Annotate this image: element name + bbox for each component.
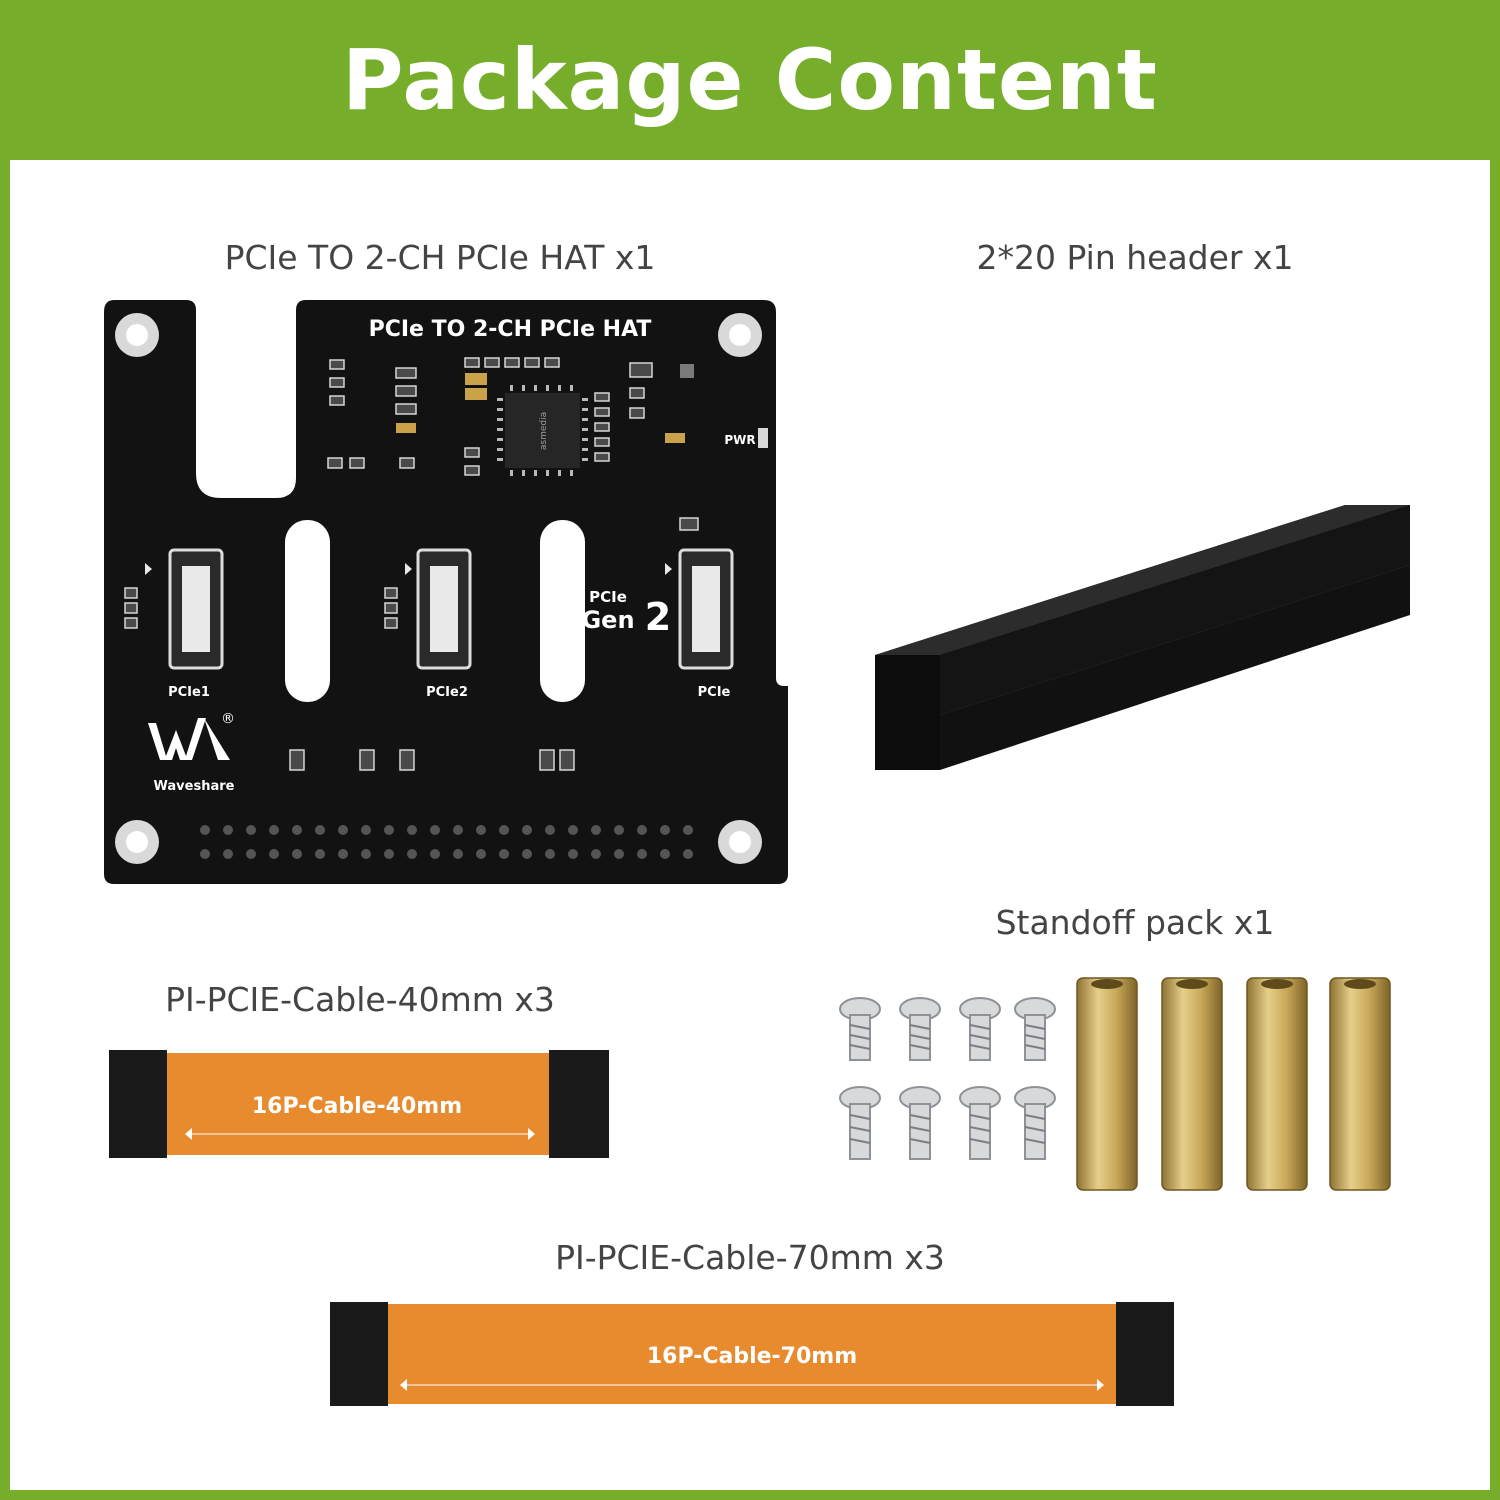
cable-70-label: PI-PCIE-Cable-70mm x3 [555,1238,945,1277]
hat-label: PCIe TO 2-CH PCIe HAT x1 [224,238,656,277]
cable-70mm: 16P-Cable-70mm [328,1300,1176,1408]
standoff-label: Standoff pack x1 [995,903,1275,942]
pin-header-image [870,325,1410,770]
pwr-label: PWR [724,433,755,447]
cable-40-print: 16P-Cable-40mm [252,1094,462,1119]
cable-70-print: 16P-Cable-70mm [647,1344,857,1369]
pcie-hat-board: PCIe TO 2-CH PCIe HAT asmedia PWR PCIe1 … [100,298,790,888]
standoff-screws [830,995,1065,1175]
brand-label: Waveshare [154,779,235,794]
gen-number-label: 2 [645,595,671,639]
port-pcie-label: PCIe [698,685,731,700]
chip-marking: asmedia [539,412,549,450]
cable-40mm: 16P-Cable-40mm [107,1048,612,1160]
logo-registered-mark: ® [221,711,235,727]
gen-bottom-label: Gen [581,606,634,634]
standoff-brass [1072,970,1402,1195]
pin-header-label: 2*20 Pin header x1 [976,238,1294,277]
port-pcie2-label: PCIe2 [426,685,468,700]
port-pcie1-label: PCIe1 [168,685,210,700]
hat-board-title: PCIe TO 2-CH PCIe HAT [369,317,652,342]
page-title: Package Content [342,31,1158,129]
gen-top-label: PCIe [589,588,627,606]
cable-40-label: PI-PCIE-Cable-40mm x3 [165,980,555,1019]
header-bar: Package Content [0,0,1500,160]
